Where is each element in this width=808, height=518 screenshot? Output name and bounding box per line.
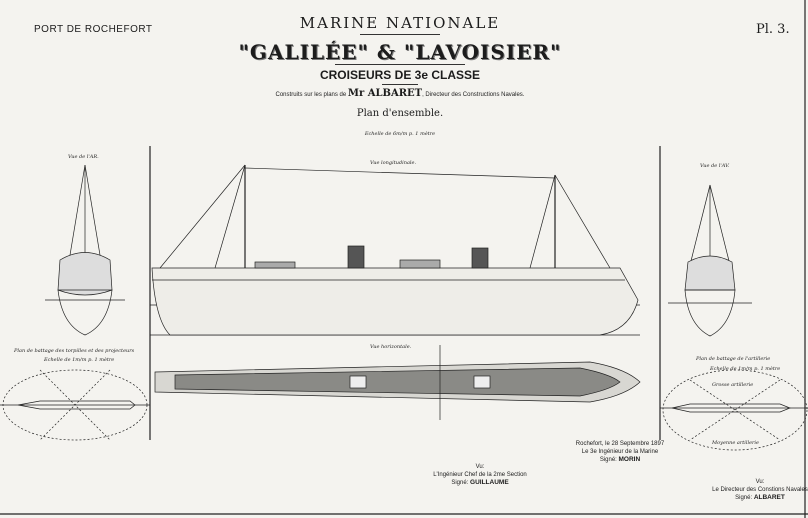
side-view-label: Vue longitudinale.	[370, 160, 417, 166]
front-view-label: Vue de l'AR.	[68, 154, 99, 160]
artillery-top-label: Grosse artillerie	[712, 382, 754, 388]
torpedo-plan-hull	[17, 400, 136, 410]
port-label: PORT DE ROCHEFORT	[34, 24, 153, 35]
ship-names: "GALILÉE" & "LAVOISIER"	[238, 40, 562, 64]
side-view-drawing	[150, 164, 640, 336]
architect-name: Mr ALBARET	[347, 88, 423, 99]
rear-view-drawing	[668, 184, 752, 337]
front-view-drawing	[45, 164, 125, 336]
top-view-drawing	[154, 345, 641, 420]
artillery-bottom-label: Moyenne artillerie	[712, 440, 759, 446]
designer-line: Construits sur les plans de Mr ALBARET, …	[275, 88, 525, 99]
torpedo-firing-plan	[0, 369, 150, 441]
signature-albaret: Vu: Le Directeur des Constions Navales S…	[712, 479, 808, 501]
rear-view-label: Vue de l'AV.	[700, 163, 730, 169]
divider	[382, 84, 418, 85]
artillery-plan-hull	[671, 403, 791, 413]
artillery-firing-plan	[660, 369, 808, 451]
divider	[360, 34, 440, 35]
scale-note: Echelle de 6m/m p. 1 mètre	[364, 131, 436, 137]
title: MARINE NATIONALE	[299, 14, 501, 32]
artillery-plan-scale: Echelle de 1m/m p. 1 mètre	[710, 366, 781, 372]
top-view-label: Vue horizontale.	[370, 344, 412, 350]
torpedo-plan-title: Plan de battage des torpilles et des pro…	[14, 348, 135, 354]
plate-number: Pl. 3.	[756, 22, 790, 37]
signature-guillaume: Vu: L'Ingénieur Chef de la 2me Section S…	[433, 464, 527, 486]
divider	[335, 64, 465, 65]
plan-title: Plan d'ensemble.	[356, 108, 444, 119]
torpedo-plan-scale: Echelle de 1m/m p. 1 mètre	[44, 357, 115, 363]
artillery-plan-title: Plan de battage de l'artillerie	[696, 356, 771, 362]
ship-class: CROISEURS DE 3e CLASSE	[319, 68, 481, 82]
signature-morin: Rochefort, le 28 Septembre 1897 Le 3e In…	[575, 441, 665, 463]
